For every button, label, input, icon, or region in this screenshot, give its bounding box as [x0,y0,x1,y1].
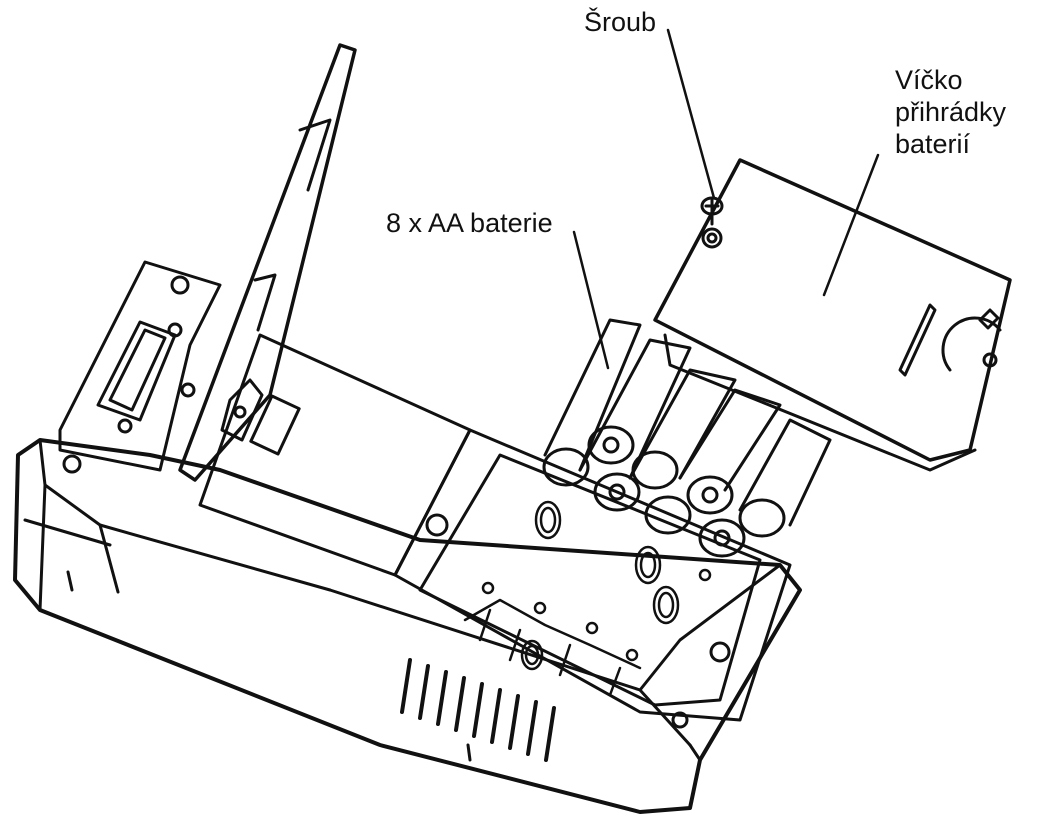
leader-line-cover [822,153,880,297]
battery-ends [542,425,786,558]
battery-cover-label: Víčko přihrádky baterií [895,64,1006,160]
batteries-label: 8 x AA baterie [386,208,553,238]
battery-cover [653,158,1012,472]
battery-bay [198,333,792,729]
leader-line-screw [666,28,716,200]
connector-block [58,260,222,474]
screw [700,196,724,226]
battery-cover-label-line2: přihrádky [895,97,1007,127]
aa-batteries [542,318,832,558]
grip-ridges [400,658,556,762]
battery-cover-label-line1: Víčko [895,65,963,95]
screw-label: Šroub [584,7,657,37]
kickstand [178,43,357,482]
device-body [13,438,802,814]
battery-cover-label-line3: baterií [895,129,971,159]
battery-springs [463,500,712,697]
leader-lines [572,28,880,370]
leader-line-batteries [572,230,610,370]
